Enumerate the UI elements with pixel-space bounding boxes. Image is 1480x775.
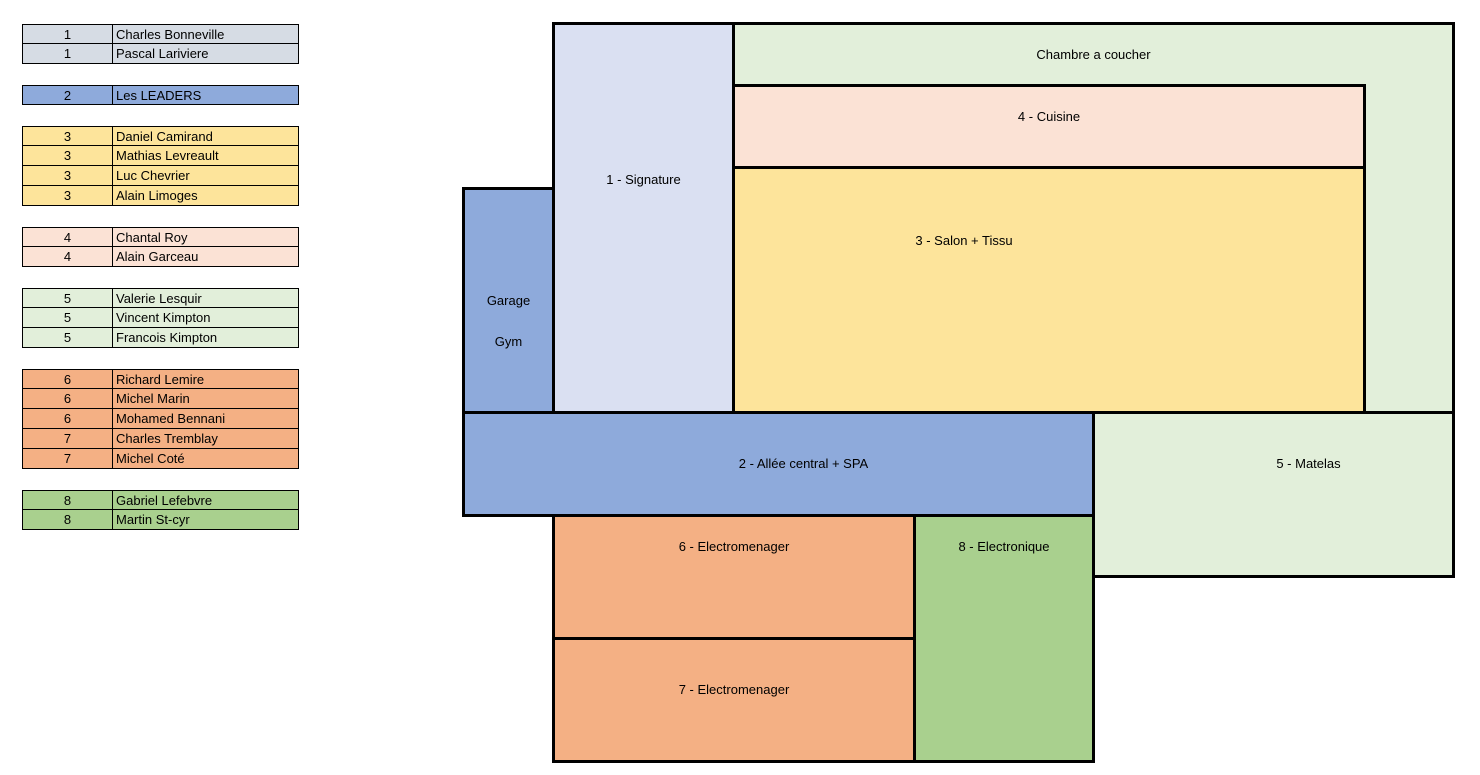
legend-row-name: Michel Marin <box>116 391 190 406</box>
legend-gap <box>22 348 299 369</box>
zone-matelas-label: 5 - Matelas <box>1276 456 1341 471</box>
legend-row-name: Mathias Levreault <box>116 148 219 163</box>
legend-row-number: 1 <box>23 25 113 43</box>
legend-row-number: 1 <box>23 44 113 63</box>
legend-row-number: 2 <box>23 86 113 104</box>
zone-cuisine: 4 - Cuisine <box>732 84 1366 169</box>
zone-electromenager-7-label: 7 - Electromenager <box>678 682 790 697</box>
legend-row-number: 6 <box>23 409 113 428</box>
legend-row-name: Valerie Lesquir <box>116 291 202 306</box>
zone-electromenager-6-label: 6 - Electromenager <box>678 539 790 554</box>
legend-row-name: Pascal Lariviere <box>116 46 209 61</box>
legend-row-number: 4 <box>23 247 113 266</box>
zone-allee-spa: 2 - Allée central + SPA <box>462 411 1095 517</box>
zone-garage-gym: Garage Gym <box>462 187 555 414</box>
legend-row-number: 3 <box>23 186 113 205</box>
legend-row-name: Gabriel Lefebvre <box>116 493 213 508</box>
zone-matelas: 5 - Matelas <box>1092 411 1455 578</box>
legend-gap <box>22 267 299 288</box>
legend-row-name: Mohamed Bennani <box>116 411 226 426</box>
zone-electronique: 8 - Electronique <box>913 514 1095 763</box>
legend-row-number: 3 <box>23 146 113 165</box>
zone-electronique-label: 8 - Electronique <box>958 539 1050 554</box>
legend-row-name: Martin St-cyr <box>116 512 190 527</box>
legend-row-name: Luc Chevrier <box>116 168 190 183</box>
legend-row-number: 4 <box>23 228 113 246</box>
legend-gap <box>22 206 299 227</box>
legend-gap <box>22 469 299 490</box>
legend-row-number: 5 <box>23 328 113 347</box>
legend-row-name: Daniel Camirand <box>116 129 213 144</box>
legend-row-number: 5 <box>23 308 113 327</box>
legend-row-name: Alain Limoges <box>116 188 198 203</box>
legend-row-name: Michel Coté <box>116 451 185 466</box>
legend-row-name: Charles Bonneville <box>116 27 225 42</box>
legend-row-number: 5 <box>23 289 113 307</box>
legend-row-name: Chantal Roy <box>116 230 188 245</box>
legend-row-number: 3 <box>23 127 113 145</box>
zone-signature-label: 1 - Signature <box>606 172 681 187</box>
zone-salon-label: 3 - Salon + Tissu <box>915 233 1013 248</box>
legend-row-number: 6 <box>23 389 113 408</box>
zone-garage-label: Garage <box>486 293 531 308</box>
zone-electromenager-6: 6 - Electromenager <box>552 514 916 640</box>
legend-row-name: Richard Lemire <box>116 372 205 387</box>
legend-gap <box>22 64 299 85</box>
legend-row-name: Alain Garceau <box>116 249 199 264</box>
legend-gap <box>22 105 299 126</box>
legend-row-number: 8 <box>23 510 113 529</box>
zone-allee-label: 2 - Allée central + SPA <box>738 456 869 471</box>
zone-gym-label: Gym <box>494 334 523 349</box>
legend-row-name: Les LEADERS <box>116 88 202 103</box>
legend-row-name: Charles Tremblay <box>116 431 218 446</box>
legend-row-number: 8 <box>23 491 113 509</box>
zone-cuisine-label: 4 - Cuisine <box>1017 109 1081 124</box>
legend-row-number: 6 <box>23 370 113 388</box>
zone-chambre-label: Chambre a coucher <box>1036 47 1151 62</box>
legend-row-number: 7 <box>23 449 113 468</box>
zone-salon: 3 - Salon + Tissu <box>732 166 1366 414</box>
legend-row-number: 7 <box>23 429 113 448</box>
zone-signature: 1 - Signature <box>552 22 735 414</box>
legend-row-name: Francois Kimpton <box>116 330 218 345</box>
legend-row-number: 3 <box>23 166 113 185</box>
legend-row-name: Vincent Kimpton <box>116 310 211 325</box>
zone-electromenager-7: 7 - Electromenager <box>552 637 916 763</box>
